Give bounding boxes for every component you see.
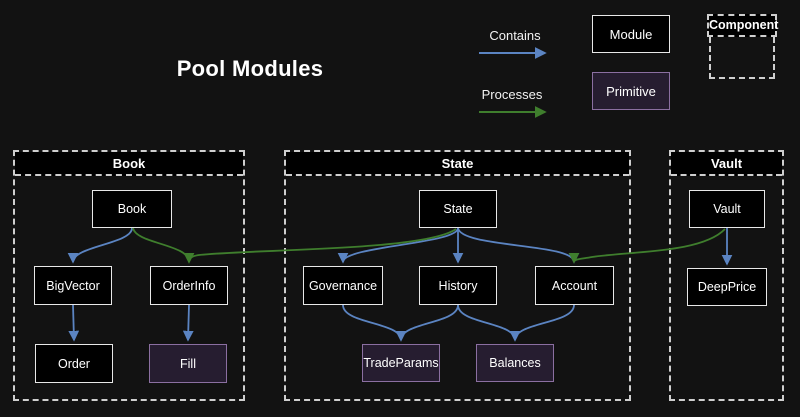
edge-vault-account — [568, 228, 726, 264]
processes-arrow-icon — [479, 106, 547, 118]
node-bigvector: BigVector — [34, 266, 112, 305]
node-order: Order — [35, 344, 113, 383]
edge-state-orderinfo — [183, 228, 457, 264]
edge-book-orderinfo — [132, 227, 195, 264]
contains-arrow-icon — [479, 47, 547, 59]
edge-state-governance — [337, 227, 459, 264]
edge-governance-tradeparams — [342, 304, 407, 342]
node-fill: Fill — [149, 344, 227, 383]
legend-component-box: Component — [707, 14, 778, 79]
edge-book-bigvector — [67, 227, 133, 264]
node-balances: Balances — [476, 344, 554, 382]
edge-bigvector-order — [68, 304, 80, 342]
legend-component-body — [709, 37, 775, 79]
edge-history-tradeparams — [395, 304, 459, 342]
diagram-title: Pool Modules — [176, 56, 324, 81]
legend-component-label: Component — [707, 14, 778, 37]
node-book: Book — [92, 190, 172, 228]
edge-orderinfo-fill — [182, 304, 194, 342]
book-group: Book — [13, 150, 245, 401]
node-deepprice: DeepPrice — [687, 268, 767, 306]
state-group: State — [284, 150, 631, 401]
vault-group: Vault — [669, 150, 784, 401]
node-account: Account — [535, 266, 614, 305]
legend-contains-label: Contains — [489, 28, 541, 43]
book-group-title: Book — [15, 152, 243, 176]
node-tradeparams: TradeParams — [362, 344, 440, 382]
node-orderinfo: OrderInfo — [150, 266, 228, 305]
edge-account-balances — [509, 304, 575, 342]
vault-group-title: Vault — [671, 152, 782, 176]
edge-history-balances — [457, 304, 521, 342]
legend-module-box: Module — [592, 15, 670, 53]
node-state: State — [419, 190, 497, 228]
node-history: History — [419, 266, 497, 305]
node-governance: Governance — [303, 266, 383, 305]
legend-primitive-box: Primitive — [592, 72, 670, 110]
node-vault: Vault — [689, 190, 765, 228]
edge-state-account — [457, 227, 580, 264]
state-group-title: State — [286, 152, 629, 176]
legend-processes-label: Processes — [481, 87, 543, 102]
